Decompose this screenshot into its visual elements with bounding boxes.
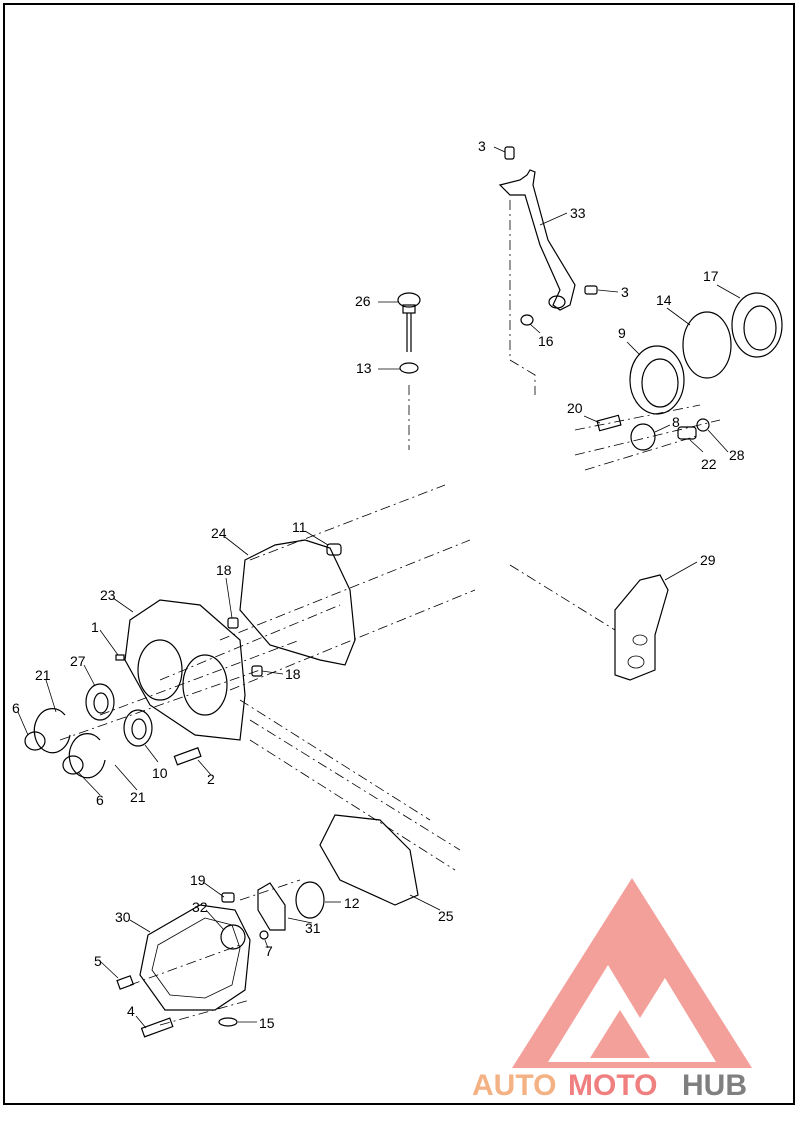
screw-4 <box>140 1017 174 1038</box>
pin-7 <box>259 930 269 940</box>
callout-5: 5 <box>94 953 102 969</box>
snap-ring-21-bottom <box>68 733 106 779</box>
leader-lines <box>17 146 741 1029</box>
oring-15 <box>218 1017 238 1027</box>
bolt-2 <box>173 747 202 766</box>
callout-10: 10 <box>152 765 168 781</box>
dowel-18-top <box>227 617 239 629</box>
screw-5 <box>116 975 135 990</box>
callout-2: 2 <box>207 771 215 787</box>
callout-15: 15 <box>259 1015 275 1031</box>
callout-27: 27 <box>70 653 86 669</box>
dipstick-26 <box>397 292 421 352</box>
shift-arm-33 <box>498 169 576 311</box>
callout-31: 31 <box>305 920 321 936</box>
bearing-9 <box>629 345 685 415</box>
callout-16: 16 <box>538 333 554 349</box>
callout-20: 20 <box>567 400 583 416</box>
callout-9: 9 <box>618 325 626 341</box>
snap-ring-21-top <box>33 708 71 754</box>
bushing-22 <box>677 426 697 440</box>
snap-ring-12 <box>295 881 325 919</box>
callout-11: 11 <box>292 519 307 535</box>
logo-triangle-outer <box>512 878 752 1068</box>
callout-12: 12 <box>344 895 360 911</box>
assembly-centerlines <box>59 200 721 1026</box>
screw-3-top <box>504 146 515 160</box>
callout-23: 23 <box>100 587 116 603</box>
callout-3-right: 3 <box>621 284 629 300</box>
callout-6-top: 6 <box>12 700 20 716</box>
diagram-frame <box>3 3 795 1105</box>
callout-13: 13 <box>356 360 372 376</box>
callout-18-top: 18 <box>216 562 232 578</box>
callout-18-bottom: 18 <box>285 666 301 682</box>
callout-28: 28 <box>729 447 745 463</box>
callout-17: 17 <box>703 268 719 284</box>
callout-19: 19 <box>190 872 206 888</box>
bearing-27 <box>85 683 115 721</box>
callout-22: 22 <box>701 456 717 472</box>
nut-28 <box>696 418 710 432</box>
logo-triangle-inner <box>590 1010 650 1058</box>
nut-6-top <box>24 731 46 751</box>
callout-4: 4 <box>127 1003 135 1019</box>
gasket-29 <box>614 574 669 681</box>
callout-21-bottom: 21 <box>130 789 146 805</box>
automotohub-logo: AUTO MOTO HUB <box>472 878 752 1102</box>
callout-29: 29 <box>700 552 716 568</box>
callout-21-top: 21 <box>35 667 51 683</box>
logo-triangle-cutout <box>548 965 716 1062</box>
callout-24: 24 <box>211 525 227 541</box>
cover-plate-23 <box>124 599 246 741</box>
oring-13 <box>399 362 419 374</box>
callout-25: 25 <box>438 908 454 924</box>
callout-7: 7 <box>265 943 273 959</box>
callout-labels: 3 33 3 26 17 14 16 9 13 20 8 22 28 24 11… <box>12 138 745 1031</box>
lever-31 <box>257 882 286 931</box>
retaining-ring-14 <box>682 311 732 379</box>
oring-16 <box>520 314 534 326</box>
gasket-25 <box>319 814 419 906</box>
callout-26: 26 <box>355 293 371 309</box>
logo-text-auto: AUTO <box>472 1069 556 1102</box>
callout-3-top: 3 <box>478 138 486 154</box>
seal-17 <box>731 292 783 358</box>
bearing-10 <box>123 709 153 747</box>
pin-1 <box>115 654 125 661</box>
gasket-24 <box>239 539 356 666</box>
screw-20 <box>596 414 622 432</box>
side-cover-30 <box>139 904 251 1011</box>
callout-30: 30 <box>115 909 131 925</box>
needle-bearing-8 <box>630 423 656 451</box>
callout-14: 14 <box>656 292 672 308</box>
spacer-32 <box>220 924 246 950</box>
callout-6-bottom: 6 <box>96 792 104 808</box>
logo-text-moto: MOTO <box>568 1069 657 1102</box>
pin-19 <box>221 892 235 903</box>
callout-32: 32 <box>192 899 208 915</box>
callout-8: 8 <box>672 414 680 430</box>
callout-1: 1 <box>91 619 99 635</box>
callout-33: 33 <box>570 205 586 221</box>
dowel-11 <box>326 543 342 556</box>
screw-3-right <box>584 285 598 295</box>
logo-text-hub: HUB <box>682 1069 747 1102</box>
nut-6-bottom <box>62 755 84 775</box>
